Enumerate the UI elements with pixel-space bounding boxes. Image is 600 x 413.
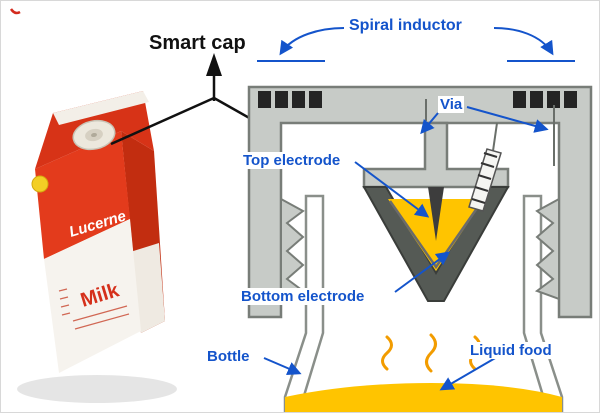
callout-arrows (257, 27, 575, 391)
bottle-wall-left (283, 194, 325, 412)
carton-front-red (35, 131, 130, 259)
milk-carton-photo: Lucerne Milk (17, 91, 177, 403)
red-mark (9, 8, 21, 15)
cap-thread-left (280, 197, 306, 301)
vapor-lines (381, 333, 481, 373)
via-strip (468, 148, 502, 212)
up-arrowhead-icon (206, 53, 222, 76)
cap-cross-section (247, 85, 593, 412)
bottle-label: Bottle (205, 348, 252, 366)
carton-shadow (17, 375, 177, 403)
cap-body (247, 85, 593, 319)
carton-side-white (127, 243, 165, 333)
carton-front-white (44, 219, 141, 373)
carton-cap (72, 119, 116, 151)
spiral-inductor-coils (258, 91, 577, 108)
carton-fine-print (58, 288, 130, 330)
spiral-inductor-label: Spiral inductor (347, 17, 464, 36)
carton-badge (31, 175, 49, 193)
top-electrode-spike (428, 187, 444, 241)
via-label: Via (438, 96, 465, 114)
funnel-lining (388, 200, 484, 270)
cap-thread-right (534, 197, 560, 301)
liquid-food-fill (285, 383, 562, 412)
carton-ridge (53, 91, 149, 125)
smart-cap-label: Smart cap (149, 32, 246, 54)
liquid-food-label: Liquid food (468, 342, 554, 360)
via-lines (425, 99, 555, 166)
bottom-electrode-label: Bottom electrode (239, 288, 367, 306)
top-electrode-label: Top electrode (241, 152, 343, 170)
